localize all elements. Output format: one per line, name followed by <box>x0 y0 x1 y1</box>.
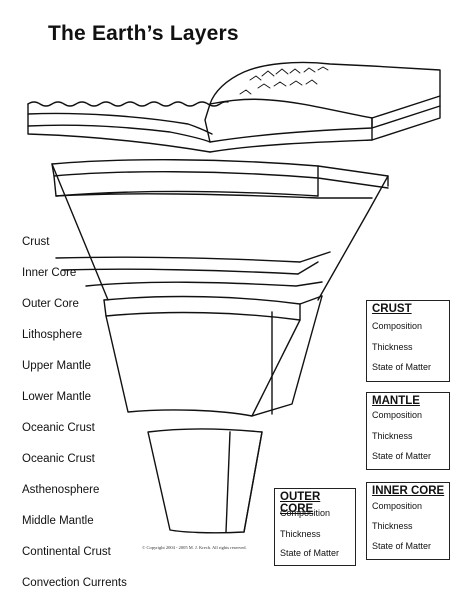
word-bank-item: Upper Mantle <box>22 360 92 372</box>
word-bank-item: Oceanic Crust <box>22 422 95 434</box>
word-bank-item: Oceanic Crust <box>22 453 95 465</box>
mantle-info-box: MANTLE Composition Thickness State of Ma… <box>366 392 450 470</box>
inner-core-state-field: State of Matter <box>372 541 432 551</box>
mantle-composition-field: Composition <box>372 410 423 420</box>
word-bank-item: Outer Core <box>22 298 79 310</box>
word-bank-item: Lithosphere <box>22 329 83 341</box>
outer-core-heading: OUTER CORE <box>280 491 321 515</box>
crust-state-field: State of Matter <box>372 362 432 372</box>
inner-core-composition-field: Composition <box>372 501 423 511</box>
word-bank-item: Continental Crust <box>22 546 111 558</box>
continent-outline <box>209 61 441 119</box>
word-bank-item: Middle Mantle <box>22 515 94 527</box>
ocean-surface-line <box>27 101 229 107</box>
inner-core-info-box: INNER CORE Composition Thickness State o… <box>366 482 450 560</box>
inner-core-block <box>147 428 263 534</box>
crust-info-box: CRUST Composition Thickness State of Mat… <box>366 300 450 382</box>
mantle-thickness-field: Thickness <box>372 431 413 441</box>
mountain-texture <box>239 66 329 95</box>
page-title: The Earth’s Layers <box>48 22 239 45</box>
inner-core-heading: INNER CORE <box>372 485 445 497</box>
word-bank-item: Convection Currents <box>22 577 127 589</box>
crust-thickness-field: Thickness <box>372 342 413 352</box>
word-bank-item: Crust <box>22 236 50 248</box>
outer-core-thickness-field: Thickness <box>280 529 321 539</box>
crust-heading: CRUST <box>372 303 412 315</box>
outer-core-composition-field: Composition <box>280 508 331 518</box>
top-slab-front <box>27 103 211 143</box>
word-bank-item: Lower Mantle <box>22 391 92 403</box>
outer-core-state-field: State of Matter <box>280 548 340 558</box>
upper-mantle-wedge <box>51 159 389 187</box>
inner-core-thickness-field: Thickness <box>372 521 413 531</box>
word-bank-item: Asthenosphere <box>22 484 100 496</box>
mantle-heading: MANTLE <box>372 395 420 407</box>
word-bank-item: Inner Core <box>22 267 77 279</box>
outer-core-info-box: OUTER CORE Composition Thickness State o… <box>274 488 356 566</box>
mantle-state-field: State of Matter <box>372 451 432 461</box>
outer-core-block <box>103 295 323 305</box>
crust-composition-field: Composition <box>372 321 423 331</box>
copyright-notice: © Copyright 2004 - 2005 M. J. Krech. All… <box>142 545 247 550</box>
